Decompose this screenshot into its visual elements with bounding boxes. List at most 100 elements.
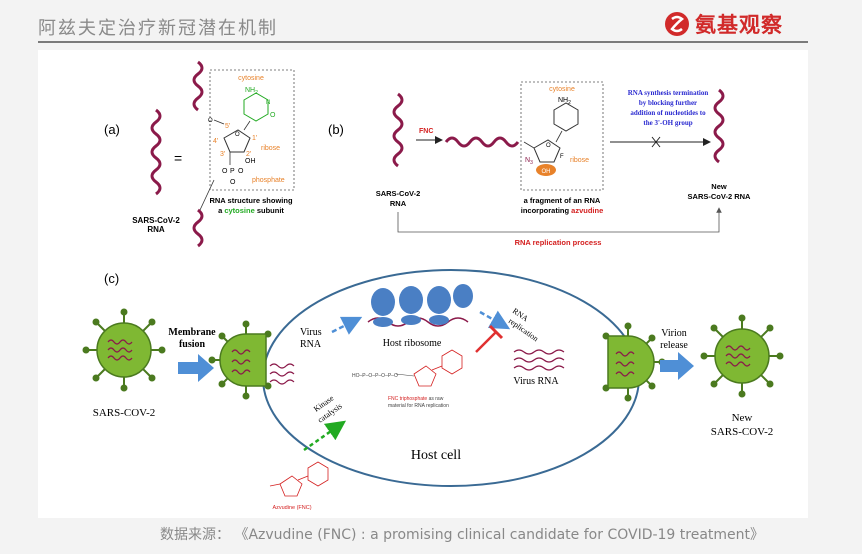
ribose-label-b: ribose — [570, 157, 589, 164]
oh-label-b: OH — [542, 169, 551, 175]
sars-cov-2-label: SARS-COV-2 — [93, 407, 156, 419]
exiting-virus-icon — [602, 322, 666, 402]
fragment-caption-2: incorporating azvudine — [521, 206, 604, 215]
panel-a-rna-label-2: RNA — [147, 225, 165, 234]
o-phos-b: O — [230, 179, 236, 186]
svg-text:HO–P–O–P–O–P–O: HO–P–O–P–O–P–O — [352, 373, 398, 379]
replication-bracket — [397, 207, 722, 233]
p-phos: P — [230, 168, 235, 175]
virion-release-2: release — [660, 340, 688, 351]
fnc-triphosphate-caption-2: material for RNA replication — [388, 403, 449, 409]
host-ribosome-icon — [367, 284, 473, 327]
virion-release-arrow-icon — [660, 352, 694, 380]
panel-c: (c) SARS-COV-2 Membrane fusion — [82, 269, 784, 511]
replication-process-label: RNA replication process — [515, 238, 602, 247]
panel-c-label: (c) — [104, 271, 119, 286]
ribose-ring-b-icon — [533, 139, 561, 163]
caption-a-2: a cytosine subunit — [218, 206, 284, 215]
logo-text: 氨基观察 — [695, 13, 783, 37]
virus-left-icon — [82, 308, 166, 392]
oh-label-a: OH — [245, 158, 256, 165]
inhibition-bar-icon — [488, 324, 504, 340]
new-virus-label-1: New — [732, 412, 753, 424]
cytosine-label-a: cytosine — [238, 75, 264, 82]
ribose-ring-icon — [223, 129, 251, 153]
cytosine-label-b: cytosine — [549, 86, 575, 93]
panel-b: (b) SARS-CoV-2 RNA FNC cytosine NH2 O F … — [328, 81, 752, 247]
logo-icon — [665, 12, 689, 36]
membrane-fusion-2: fusion — [179, 339, 206, 350]
azvudine-fnc-label: Azvudine (FNC) — [272, 505, 311, 511]
termination-1: RNA synthesis termination — [628, 89, 709, 97]
p5-label: 5' — [225, 123, 230, 130]
page-title: 阿兹夫定治疗新冠潜在机制 — [38, 18, 278, 39]
new-rna-strand-icon — [713, 88, 725, 164]
panel-a: (a) SARS-CoV-2 RNA = cytosine NH2 O N O … — [104, 60, 295, 248]
mechanism-diagram: (a) SARS-CoV-2 RNA = cytosine NH2 O N O … — [82, 60, 784, 511]
equals-sign: = — [174, 150, 182, 166]
backbone-bottom-icon — [192, 208, 204, 248]
termination-4: the 3'-OH group — [643, 119, 692, 127]
virus-rna-label-1: Virus — [300, 327, 322, 338]
new-rna-2: SARS-CoV-2 RNA — [688, 192, 752, 201]
fnc-triphosphate-structure: HO–P–O–P–O–P–O — [352, 349, 463, 387]
ribose-label-a: ribose — [261, 145, 280, 152]
fragment-box — [520, 81, 604, 191]
host-ribosome-label: Host ribosome — [383, 338, 442, 349]
oh-highlight — [536, 164, 556, 176]
termination-2: by blocking further — [639, 99, 697, 107]
o-5: O — [208, 118, 213, 124]
nh2-label-a: NH2 — [245, 87, 258, 96]
p2-label: 2' — [246, 151, 251, 158]
released-rna-icon — [269, 363, 295, 385]
membrane-fusion-1: Membrane — [168, 327, 216, 338]
f-label: F — [560, 154, 564, 160]
phosphate-label-a: phosphate — [252, 177, 285, 184]
o-ribose-b: O — [546, 143, 551, 149]
structure-box — [209, 69, 295, 191]
n-label-cyt: N — [266, 100, 270, 106]
virus-rna-label-2: RNA — [300, 339, 322, 350]
fnc-triphosphate-caption-1: FNC triphosphate as raw — [388, 396, 444, 402]
kinase-arrow — [303, 420, 347, 452]
nh2-label-b: NH2 — [558, 97, 571, 106]
p1-label: 1' — [252, 135, 257, 142]
rna-replication-arrow — [479, 310, 511, 330]
o-ribose: O — [235, 132, 240, 138]
fragment-caption-1: a fragment of an RNA — [524, 196, 601, 205]
source-citation: 数据来源： 《Azvudine (FNC) : a promising clin… — [160, 527, 765, 543]
backbone-top-icon — [192, 60, 204, 112]
p4-label: 4' — [213, 138, 218, 145]
header: 阿兹夫定治疗新冠潜在机制 氨基观察 — [0, 0, 862, 44]
membrane-fusion-arrow-icon — [178, 354, 214, 382]
o-label-cyt: O — [270, 112, 276, 119]
panel-a-label: (a) — [104, 122, 120, 137]
rna-strand-icon — [150, 108, 162, 196]
virus-rna-right-label: Virus RNA — [513, 376, 559, 387]
host-cell-label: Host cell — [411, 448, 461, 463]
cytosine-ring-b-icon — [553, 102, 579, 132]
inhibition-line — [475, 331, 497, 353]
header-divider — [38, 41, 808, 43]
figure-panel: (a) SARS-CoV-2 RNA = cytosine NH2 O N O … — [38, 50, 808, 518]
virus-rna-copies-icon — [513, 349, 565, 371]
new-virus-icon — [700, 314, 784, 398]
cytosine-ring-icon — [243, 92, 269, 122]
panel-b-rna-label-2: RNA — [390, 199, 407, 208]
rna-strand-b-icon — [392, 92, 404, 168]
termination-3: addition of nucleotides to — [630, 109, 706, 117]
panel-b-rna-label-1: SARS-CoV-2 — [376, 189, 421, 198]
blocked-x-icon — [651, 136, 661, 148]
o-phos-r: O — [238, 168, 244, 175]
n3-label: N3 — [525, 157, 533, 166]
new-virus-label-2: SARS-COV-2 — [711, 426, 774, 438]
fnc-label-b: FNC — [419, 128, 433, 135]
rna-to-ribosome-arrow — [331, 316, 363, 335]
fusing-virus-icon — [208, 320, 272, 400]
panel-a-rna-label-1: SARS-CoV-2 — [132, 216, 180, 225]
panel-b-label: (b) — [328, 122, 344, 137]
virion-release-1: Virion — [661, 328, 687, 339]
azvudine-structure — [269, 461, 329, 497]
p3-label: 3' — [220, 151, 225, 158]
new-rna-1: New — [711, 182, 727, 191]
